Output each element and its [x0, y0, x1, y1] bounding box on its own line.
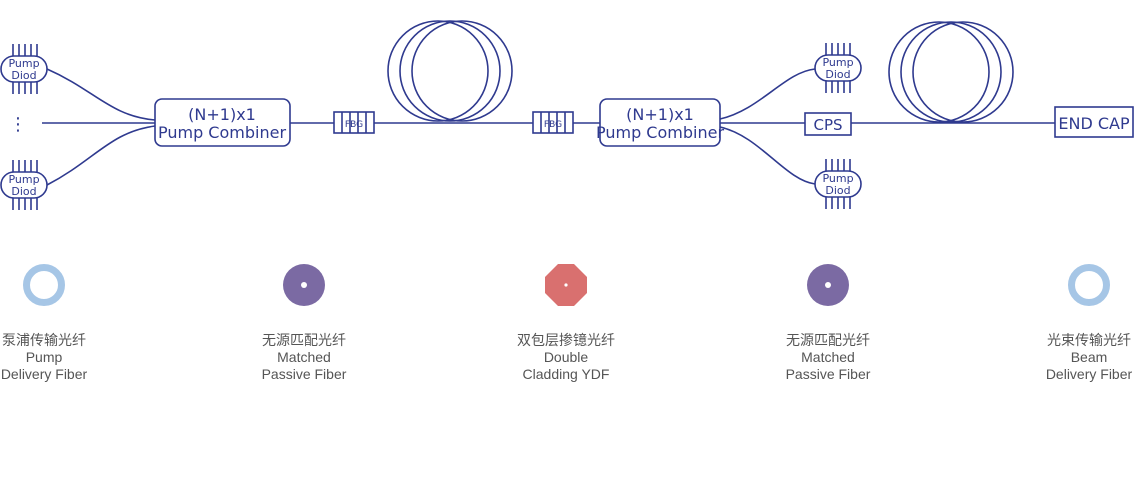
- legend-item-pump-delivery: 泵浦传输光纤 Pump Delivery Fiber: [0, 262, 124, 383]
- pump-diode-label: Pump: [822, 172, 853, 185]
- pump-diode-label: Pump: [8, 173, 39, 186]
- pump-diode-label: Diod: [825, 68, 850, 81]
- legend-item-matched-passive: 无源匹配光纤 Matched Passive Fiber: [224, 262, 384, 383]
- fiber-line: [719, 126, 816, 185]
- pump-diode-label: Pump: [8, 57, 39, 70]
- ring-light-blue-icon: [23, 264, 65, 306]
- cps-label: CPS: [813, 116, 842, 134]
- legend-item-beam-delivery: 光束传输光纤 Beam Delivery Fiber: [1009, 262, 1140, 383]
- fbg-1: FBG: [333, 111, 375, 134]
- combiner-label-top: (N+1)x1: [626, 105, 694, 124]
- fbg-label: FBG: [345, 120, 363, 130]
- pump-diode-left-bottom: Pump Diod: [0, 160, 48, 210]
- legend-label: 泵浦传输光纤 Pump Delivery Fiber: [0, 332, 88, 382]
- fiber-line: [719, 68, 816, 120]
- legend-label: 无源匹配光纤 Matched Passive Fiber: [785, 332, 871, 382]
- end-cap-label: END CAP: [1058, 114, 1130, 133]
- pump-combiner-1: (N+1)x1 Pump Combiner: [154, 98, 291, 147]
- disc-purple-dot-icon: [283, 264, 325, 306]
- pump-diode-label: Diod: [825, 184, 850, 197]
- fbg-label: FBG: [544, 120, 562, 130]
- cps-box: CPS: [804, 112, 852, 136]
- fiber-coil-1: [387, 20, 513, 122]
- fiber-laser-schematic: Pump Diod Pump Diod ⋮ (N+1)x1 Pump Combi…: [0, 20, 1134, 210]
- combiner-label-bottom: Pump Combiner: [596, 123, 724, 142]
- disc-purple-dot-icon: [807, 264, 849, 306]
- pump-diode-right-bottom: Pump Diod: [814, 159, 862, 209]
- octagon-red-dot-icon: [545, 264, 587, 306]
- fiber-coil-2: [888, 21, 1014, 123]
- legend-item-double-cladding: 双包层掺镱光纤 Double Cladding YDF: [486, 262, 646, 383]
- end-cap-box: END CAP: [1054, 106, 1134, 138]
- fiber-line: [46, 68, 156, 121]
- ring-light-blue-icon: [1068, 264, 1110, 306]
- legend-label: 光束传输光纤 Beam Delivery Fiber: [1045, 332, 1133, 382]
- fiber-line: [46, 125, 156, 186]
- fbg-2: FBG: [532, 111, 574, 134]
- pump-diode-label: Diod: [11, 69, 36, 82]
- combiner-label-top: (N+1)x1: [188, 105, 256, 124]
- combiner-label-bottom: Pump Combiner: [158, 123, 286, 142]
- pump-diode-label: Diod: [11, 185, 36, 198]
- legend-label: 无源匹配光纤 Matched Passive Fiber: [261, 332, 347, 382]
- legend-label: 双包层掺镱光纤 Double Cladding YDF: [517, 332, 615, 382]
- legend-item-matched-passive-2: 无源匹配光纤 Matched Passive Fiber: [748, 262, 908, 383]
- ellipsis-vertical: ⋮: [9, 114, 27, 135]
- pump-diode-left-top: Pump Diod: [0, 44, 48, 94]
- pump-diode-label: Pump: [822, 56, 853, 69]
- pump-diode-right-top: Pump Diod: [814, 43, 862, 93]
- pump-combiner-2: (N+1)x1 Pump Combiner: [596, 98, 724, 147]
